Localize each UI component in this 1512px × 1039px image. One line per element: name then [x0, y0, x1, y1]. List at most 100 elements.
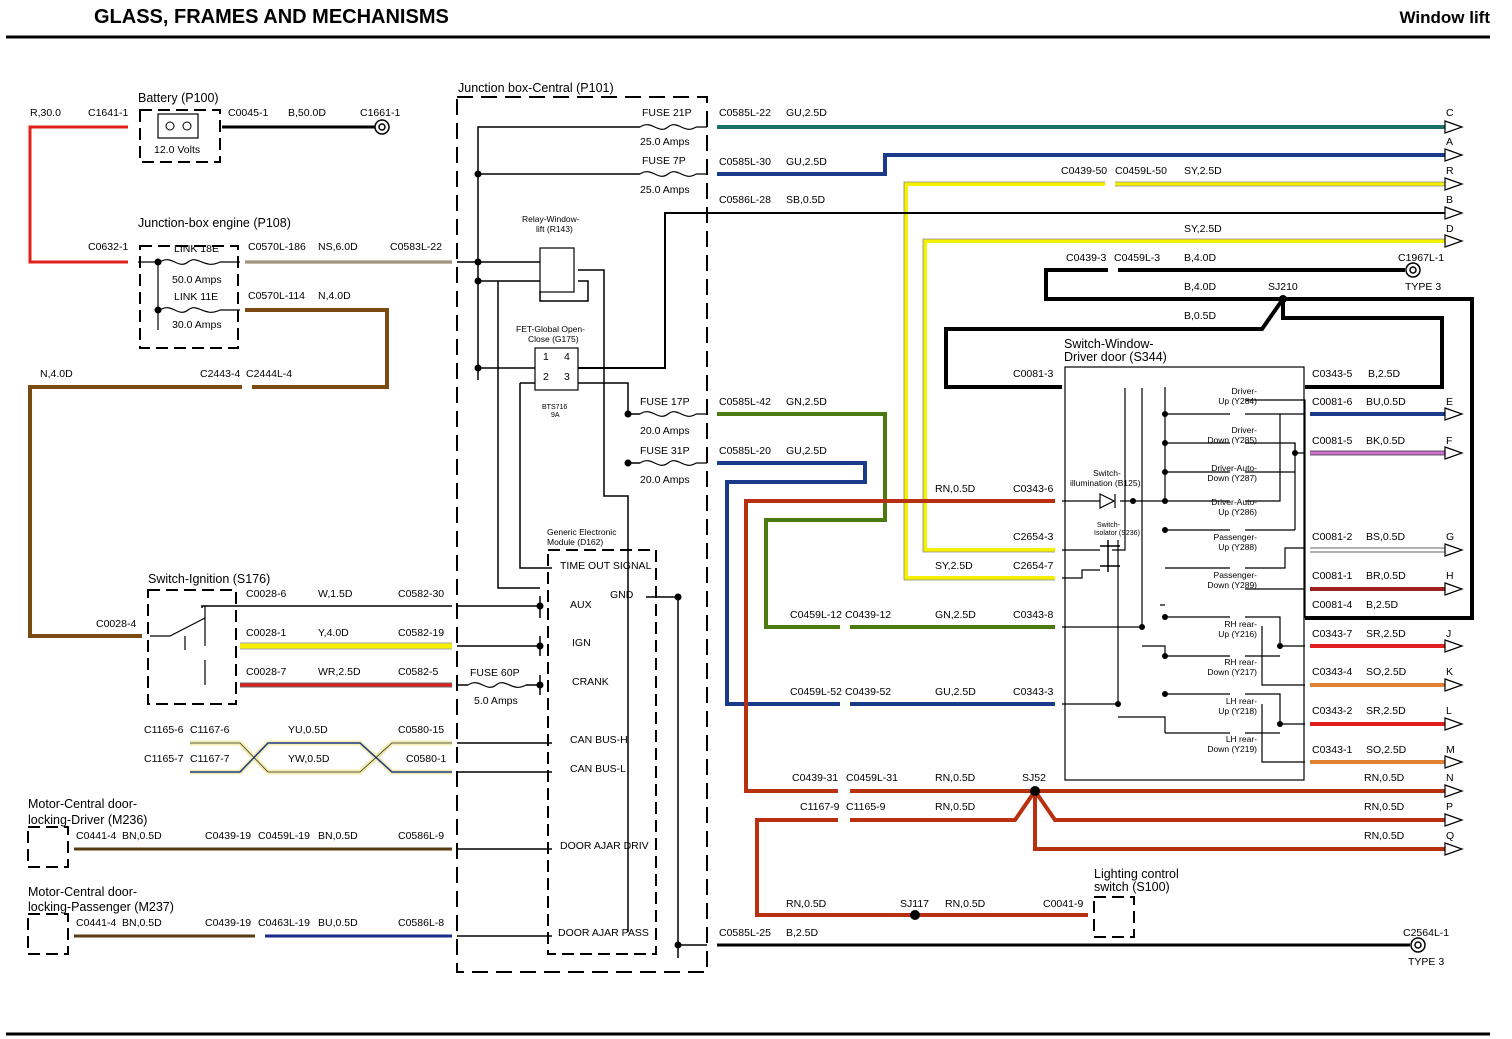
- wire-label-rn05d-sj117b: RN,0.5D: [945, 898, 986, 910]
- wire-gn-fuse17: [717, 412, 887, 629]
- svg-text:CAN BUS-L: CAN BUS-L: [570, 763, 626, 775]
- svg-text:TIME OUT SIGNAL: TIME OUT SIGNAL: [560, 560, 652, 572]
- wire-label-c0343-5: C0343-5: [1312, 368, 1352, 380]
- wire-label-b40d-1: B,4.0D: [1184, 252, 1217, 264]
- wire-label-rn05d-p: RN,0.5D: [1364, 801, 1405, 813]
- wire-label-c0439-19b: C0439-19: [205, 917, 251, 929]
- wire-label-sy25d-7: SY,2.5D: [935, 560, 973, 572]
- wire-label-y40d: Y,4.0D: [318, 627, 349, 639]
- wire-label-c0439-31: C0439-31: [792, 772, 838, 784]
- link-11e: LINK 11E: [174, 291, 218, 303]
- fet-amps: 9A: [551, 412, 560, 419]
- output-letter: N: [1446, 772, 1454, 784]
- wire-label-sr25d-l: SR,2.5D: [1366, 705, 1406, 717]
- gem-label-2: Module (D162): [547, 537, 603, 547]
- svg-text:Switch-: Switch-: [1097, 522, 1121, 529]
- wire-label-c0045: C0045-1: [228, 107, 268, 119]
- wire-label-c0570-186: C0570L-186: [248, 241, 306, 253]
- wire-label-sy25d-d: SY,2.5D: [1184, 223, 1222, 235]
- svg-text:FUSE 31P: FUSE 31P: [640, 445, 690, 457]
- wire-rn-c0343-6: [744, 499, 1055, 793]
- battery-outline: [139, 109, 221, 163]
- link-18e-amps: 50.0 Amps: [172, 274, 222, 286]
- switch-window-driver-door-box: [1064, 366, 1305, 781]
- wire-w15: [201, 605, 452, 608]
- wire-label-sb05d: SB,0.5D: [786, 194, 826, 206]
- svg-text:20.0 Amps: 20.0 Amps: [640, 425, 690, 437]
- output-letter: D: [1446, 223, 1454, 235]
- wire-label-gu25d-c: GU,2.5D: [786, 107, 827, 119]
- output-letter: P: [1446, 801, 1453, 813]
- motor-pass-label-1: Motor-Central door-: [28, 885, 137, 899]
- switch-label: Driver-Auto-: [1211, 497, 1257, 507]
- switch-label: Down (Y285): [1207, 435, 1257, 445]
- wire-label-c0441-4b: C0441-4: [76, 917, 116, 929]
- wire-label-type3a: TYPE 3: [1405, 281, 1441, 293]
- wire-can-blue: [190, 742, 452, 773]
- wire-out-q: [1033, 791, 1445, 851]
- gem-label-1: Generic Electronic: [547, 527, 617, 537]
- page-title: GLASS, FRAMES AND MECHANISMS: [94, 6, 449, 28]
- wire-label-c0463-19: C0463L-19: [258, 917, 310, 929]
- switch-label: Passenger-: [1214, 532, 1258, 542]
- motor-driver-label-1: Motor-Central door-: [28, 797, 137, 811]
- wire-label-b05d: B,0.5D: [1184, 310, 1217, 322]
- wire-label-c0459-19: C0459L-19: [258, 830, 310, 842]
- wire-label-c2564: C2564L-1: [1403, 927, 1449, 939]
- wire-label-sy25d-r: SY,2.5D: [1184, 165, 1222, 177]
- svg-text:CAN BUS-H: CAN BUS-H: [570, 734, 628, 746]
- section-title: Window lift: [1400, 8, 1491, 27]
- wire-label-sj52: SJ52: [1022, 772, 1046, 784]
- output-letter: C: [1446, 107, 1454, 119]
- fet-label-1: FET-Global Open-: [516, 324, 585, 334]
- wire-label-bn05d-c: BN,0.5D: [122, 917, 162, 929]
- wire-label-c0459-12: C0459L-12: [790, 609, 842, 621]
- wire-label-c1165-6: C1165-6: [144, 724, 184, 736]
- switch-label: Up (Y218): [1218, 706, 1257, 716]
- switch-label: Down (Y289): [1207, 580, 1257, 590]
- output-letter: A: [1446, 136, 1453, 148]
- switch-label: Up (Y286): [1218, 507, 1257, 517]
- wire-label-gn25d-f17: GN,2.5D: [786, 396, 827, 408]
- wire-label-ns60d: NS,6.0D: [318, 241, 358, 253]
- jbox-engine-outline: [139, 245, 239, 349]
- lighting-switch-outline: [1093, 896, 1135, 938]
- wire-label-c2443: C2443-4: [200, 368, 240, 380]
- wire-label-yu05d: YU,0.5D: [288, 724, 328, 736]
- wire-label-c0582-19: C0582-19: [398, 627, 444, 639]
- wire-label-c0439-3: C0439-3: [1066, 252, 1106, 264]
- wire-label-c0343-1: C0343-1: [1312, 744, 1352, 756]
- switch-label: RH rear-: [1224, 657, 1257, 667]
- wire-label-c0028-4: C0028-4: [96, 618, 136, 630]
- wire-ground-b4: [1044, 268, 1474, 620]
- switch-label: Passenger-: [1214, 570, 1258, 580]
- wire-label-c0585-25: C0585L-25: [719, 927, 771, 939]
- svg-text:Isolator (S236): Isolator (S236): [1094, 530, 1140, 537]
- switch-label: Driver-: [1232, 425, 1258, 435]
- ground-terminals: [374, 119, 1426, 953]
- switch-window-label-2: Driver door (S344): [1064, 350, 1167, 364]
- illumination-diode: [1099, 493, 1116, 509]
- wire-label-c0585-42: C0585L-42: [719, 396, 771, 408]
- wire-label-c0585-20: C0585L-20: [719, 445, 771, 457]
- output-arrows: [1444, 120, 1464, 856]
- relay-box: [539, 247, 575, 293]
- svg-text:GND: GND: [610, 589, 634, 601]
- relay-label-2: lift (R143): [536, 224, 573, 234]
- ignition-outline: [147, 589, 237, 705]
- svg-text:5.0 Amps: 5.0 Amps: [474, 695, 518, 707]
- wire-label-c0586-9: C0586L-9: [398, 830, 444, 842]
- wire-label-r300: R,30.0: [30, 107, 61, 119]
- wire-label-rn05d-sj117a: RN,0.5D: [786, 898, 827, 910]
- switch-pack-wiring: [1062, 387, 1306, 763]
- wire-label-c0439-12: C0439-12: [845, 609, 891, 621]
- wire-label-gu25d-a: GU,2.5D: [786, 156, 827, 168]
- wire-label-c1165-9: C1165-9: [846, 801, 886, 813]
- wire-label-c0582-5: C0582-5: [398, 666, 438, 678]
- wire-label-b500d: B,50.0D: [288, 107, 326, 119]
- switch-label: Driver-Auto-: [1211, 463, 1257, 473]
- wire-label-c0343-4: C0343-4: [1312, 666, 1352, 678]
- wire-yellow-a: [904, 182, 1105, 580]
- wire-label-bu05d: BU,0.5D: [1366, 396, 1406, 408]
- wire-label-rn05d-q: RN,0.5D: [1364, 830, 1405, 842]
